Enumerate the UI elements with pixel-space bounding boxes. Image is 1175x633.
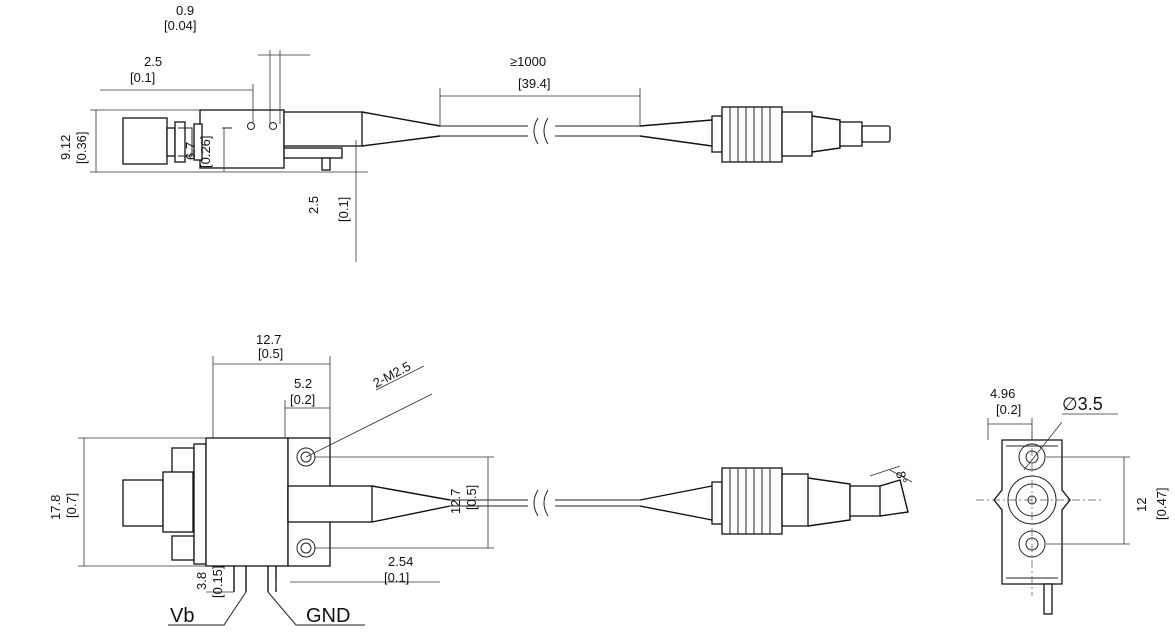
dim-12-7-v: 12.7	[448, 489, 463, 514]
dim-17-8: 17.8	[48, 495, 63, 520]
pin-gnd-label: GND	[306, 605, 350, 627]
dim-12-7-in: [0.5]	[258, 346, 283, 361]
pin-vb-label: Vb	[170, 605, 194, 627]
dim-12-7: 12.7	[256, 332, 281, 347]
dim-1000-in: [39.4]	[518, 76, 551, 91]
dim-2-54-in: [0.1]	[384, 570, 409, 585]
front-view: 8° Vb GND 12.7 [0.5] 5.2 [0.2] 2-M2.5 17…	[48, 332, 913, 627]
top-cap	[122, 117, 168, 165]
front-fc-nut	[721, 467, 783, 535]
dim-4-96: 4.96	[990, 386, 1015, 401]
dim-5-2: 5.2	[294, 376, 312, 391]
dim-6-7-in: [0.26]	[198, 135, 213, 168]
dim-12: 12	[1134, 498, 1149, 512]
dim-9-12: 9.12	[58, 135, 73, 160]
dim-0-9-in: [0.04]	[164, 18, 197, 33]
dim-4-96-in: [0.2]	[996, 402, 1021, 417]
dim-3-8-in: [0.15]	[210, 565, 225, 598]
dim-0-9: 0.9	[176, 3, 194, 18]
end-view: 4.96 [0.2] ∅3.5 12 [0.47]	[976, 386, 1169, 615]
dim-5-2-in: [0.2]	[290, 392, 315, 407]
dim-2-54: 2.54	[388, 554, 413, 569]
dim-3-8: 3.8	[194, 572, 209, 590]
diameter-label: ∅3.5	[1062, 394, 1103, 414]
dim-1000: ≥1000	[510, 54, 546, 69]
dim-2-5: 2.5	[144, 54, 162, 69]
dim-12-7-v-in: [0.5]	[464, 485, 479, 510]
dim-12-in: [0.47]	[1154, 487, 1169, 520]
dim-9-12-in: [0.36]	[74, 131, 89, 164]
dim-2-5-in: [0.1]	[130, 70, 155, 85]
front-body	[205, 437, 289, 567]
front-cap	[122, 479, 164, 527]
dim-6-7: 6.7	[183, 142, 198, 160]
top-fc-nut	[721, 106, 783, 163]
dim-17-8-in: [0.7]	[64, 493, 79, 518]
dim-2-5-v-in: [0.1]	[336, 197, 351, 222]
angle-label: 8°	[893, 470, 910, 485]
top-view: 0.9 [0.04] 2.5 [0.1] ≥1000 [39.4] 9.12 […	[58, 3, 891, 262]
dim-2-5-v: 2.5	[306, 196, 321, 214]
